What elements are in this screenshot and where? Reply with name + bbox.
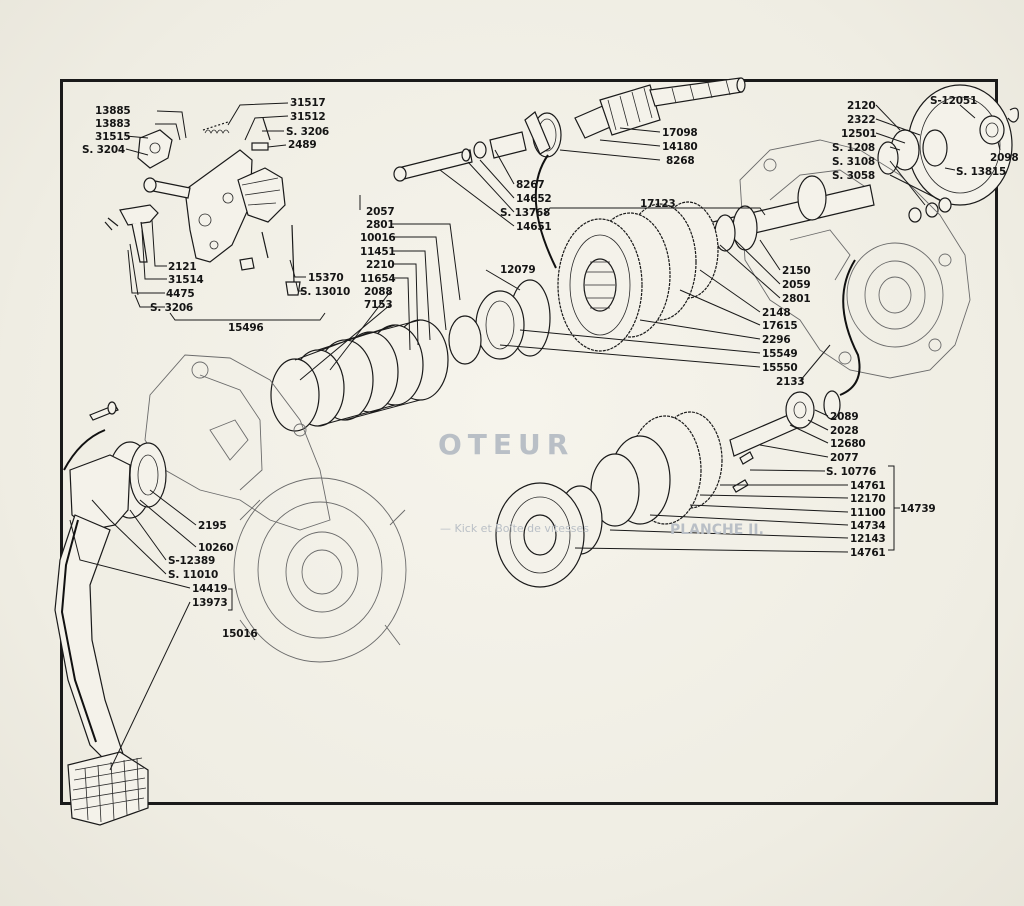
- part-label: 14419: [192, 583, 228, 595]
- part-label: 14652: [516, 193, 552, 205]
- ghost-caption-left: PLANCHE II.: [670, 522, 764, 538]
- layshaft: [699, 175, 875, 252]
- leader-lines: [69, 102, 1001, 771]
- group-label: 15016: [222, 628, 258, 640]
- gear-cluster: [557, 201, 719, 352]
- part-label: 13885: [95, 105, 131, 117]
- part-label: 8268: [666, 155, 695, 167]
- part-label: 12079: [500, 264, 536, 276]
- part-label: S. 3204: [82, 144, 126, 156]
- part-label: 2801: [782, 293, 811, 305]
- part-label: 11100: [850, 507, 886, 519]
- group-label: 15496: [228, 322, 264, 334]
- part-label: 2098: [990, 152, 1019, 164]
- part-label: S. 3108: [832, 156, 876, 168]
- part-label: 17098: [662, 127, 698, 139]
- part-label: 17615: [762, 320, 798, 332]
- part-label: S. 11010: [168, 569, 219, 581]
- part-label: 14651: [516, 221, 552, 233]
- kick-lever-assembly: [104, 117, 301, 296]
- right-end-cover: [877, 84, 1019, 223]
- part-label: 7153: [364, 299, 393, 311]
- connector-line-c: [63, 429, 106, 471]
- ghost-caption-right: — Kick et Boîte de vitesses: [440, 522, 590, 535]
- part-label: 13883: [95, 118, 131, 130]
- part-label: 2077: [830, 452, 859, 464]
- part-label: S. 13768: [500, 207, 551, 219]
- part-label: S. 13010: [300, 286, 351, 298]
- part-label: 2322: [847, 114, 876, 126]
- part-label: 2210: [366, 259, 395, 271]
- part-label: S. 3206: [150, 302, 194, 314]
- part-label: 2195: [198, 520, 227, 532]
- kick-shaft-assembly: [393, 77, 746, 182]
- part-label: 2133: [776, 376, 805, 388]
- part-label: S. 1208: [832, 142, 876, 154]
- part-label: S. 3058: [832, 170, 876, 182]
- part-label: 31512: [290, 111, 326, 123]
- part-label: 2489: [288, 139, 317, 151]
- connector-line-b: [839, 259, 861, 396]
- part-label: 31514: [168, 274, 204, 286]
- part-label: 2801: [366, 219, 395, 231]
- group-label: 17123: [640, 198, 676, 210]
- part-label: 8267: [516, 179, 545, 191]
- part-label: 2057: [366, 206, 395, 218]
- kick-pedal: [54, 401, 149, 826]
- part-label: 4475: [166, 288, 195, 300]
- part-label: 15549: [762, 348, 798, 360]
- part-label: 14761: [850, 547, 886, 559]
- part-label: 2120: [847, 100, 876, 112]
- part-label: 14761: [850, 480, 886, 492]
- part-label: 11654: [360, 273, 396, 285]
- part-label: 31515: [95, 131, 131, 143]
- part-label: 2089: [830, 411, 859, 423]
- ghost-title: OTEUR: [438, 428, 575, 461]
- plate-frame: [60, 79, 998, 805]
- part-label: 2296: [762, 334, 791, 346]
- gearbox-housing-right: [739, 139, 971, 379]
- part-label: 15550: [762, 362, 798, 374]
- group-label: 14739: [900, 503, 936, 515]
- part-label: 2150: [782, 265, 811, 277]
- connector-line-a: [534, 154, 557, 269]
- part-label: S-12389: [168, 555, 216, 567]
- part-label: 2148: [762, 307, 791, 319]
- part-label: 12501: [841, 128, 877, 140]
- part-label: 12143: [850, 533, 886, 545]
- part-label: 14734: [850, 520, 886, 532]
- part-label: 12170: [850, 493, 886, 505]
- part-label: 12680: [830, 438, 866, 450]
- part-label: 31517: [290, 97, 326, 109]
- part-label: 11451: [360, 246, 396, 258]
- part-label: 2028: [830, 425, 859, 437]
- part-label: 10016: [360, 232, 396, 244]
- part-label: 15370: [308, 272, 344, 284]
- part-label: S. 10776: [826, 466, 877, 478]
- part-label: 10260: [198, 542, 234, 554]
- part-label: 2088: [364, 286, 393, 298]
- part-label: 13973: [192, 597, 228, 609]
- part-label: S. 3206: [286, 126, 330, 138]
- part-label: S-12051: [930, 95, 978, 107]
- part-label: 2121: [168, 261, 197, 273]
- clutch-drum: [270, 279, 551, 432]
- lower-gear-set: [495, 390, 841, 588]
- part-label: S. 13815: [956, 166, 1007, 178]
- part-label: 14180: [662, 141, 698, 153]
- part-label: 2059: [782, 279, 811, 291]
